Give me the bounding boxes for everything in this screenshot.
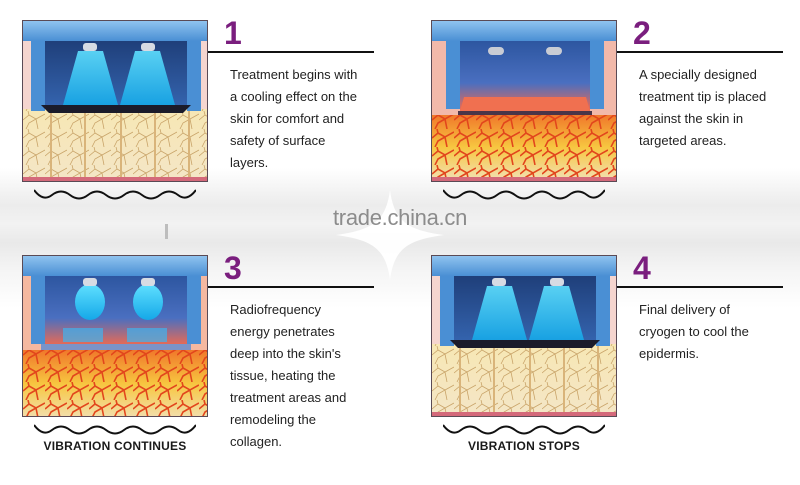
step-1-panel: 1 Treatment begins with a cooling effect… [22, 16, 402, 250]
step-4-illustration [431, 255, 617, 417]
step-number: 2 [633, 15, 651, 51]
description-line: skin for comfort and [230, 111, 345, 126]
description-line: layers. [230, 155, 269, 170]
step-number: 1 [224, 15, 242, 51]
step-1-illustration [22, 20, 208, 182]
description-line: a cooling effect on the [230, 89, 357, 104]
description-line: cryogen to cool the [639, 324, 749, 339]
description-line: collagen. [230, 434, 283, 449]
step-divider-line [208, 286, 374, 288]
step-2-illustration [431, 20, 617, 182]
vibration-status-label: VIBRATION CONTINUES [43, 439, 187, 453]
description-line: tissue, heating the [230, 368, 336, 383]
step-divider-line [617, 51, 783, 53]
step-3-panel: 3 Radiofrequency energy penetrates deep … [22, 251, 402, 485]
description-line: epidermis. [639, 346, 699, 361]
sine-wave-icon [443, 189, 605, 200]
step-divider-line [208, 51, 374, 53]
step-description: Radiofrequency energy penetrates deep in… [230, 299, 400, 453]
watermark: trade.china.cn [333, 205, 467, 230]
step-divider-line [617, 286, 783, 288]
step-number: 3 [224, 250, 242, 286]
description-line: remodeling the [230, 412, 316, 427]
description-line: Treatment begins with [230, 67, 358, 82]
step-description: Treatment begins with a cooling effect o… [230, 64, 400, 174]
four-point-star-decoration [336, 190, 444, 280]
step-description: Final delivery of cryogen to cool the ep… [639, 299, 800, 365]
step-description: A specially designed treatment tip is pl… [639, 64, 800, 152]
description-line: deep into the skin's [230, 346, 341, 361]
description-line: energy penetrates [230, 324, 335, 339]
sine-wave-icon [34, 424, 196, 435]
vibration-status-label: VIBRATION STOPS [468, 439, 580, 453]
description-line: treatment tip is placed [639, 89, 767, 104]
description-line: safety of surface [230, 133, 326, 148]
description-line: Radiofrequency [230, 302, 322, 317]
sine-wave-icon [34, 189, 196, 200]
description-line: treatment areas and [230, 390, 347, 405]
description-line: A specially designed [639, 67, 757, 82]
description-line: against the skin in [639, 111, 744, 126]
step-3-illustration [22, 255, 208, 417]
description-line: Final delivery of [639, 302, 731, 317]
sine-wave-icon [443, 424, 605, 435]
step-4-panel: 4 Final delivery of cryogen to cool the … [431, 251, 800, 485]
divider-mark [165, 224, 168, 239]
step-2-panel: 2 A specially designed treatment tip is … [431, 16, 800, 250]
description-line: targeted areas. [639, 133, 727, 148]
step-number: 4 [633, 250, 651, 286]
